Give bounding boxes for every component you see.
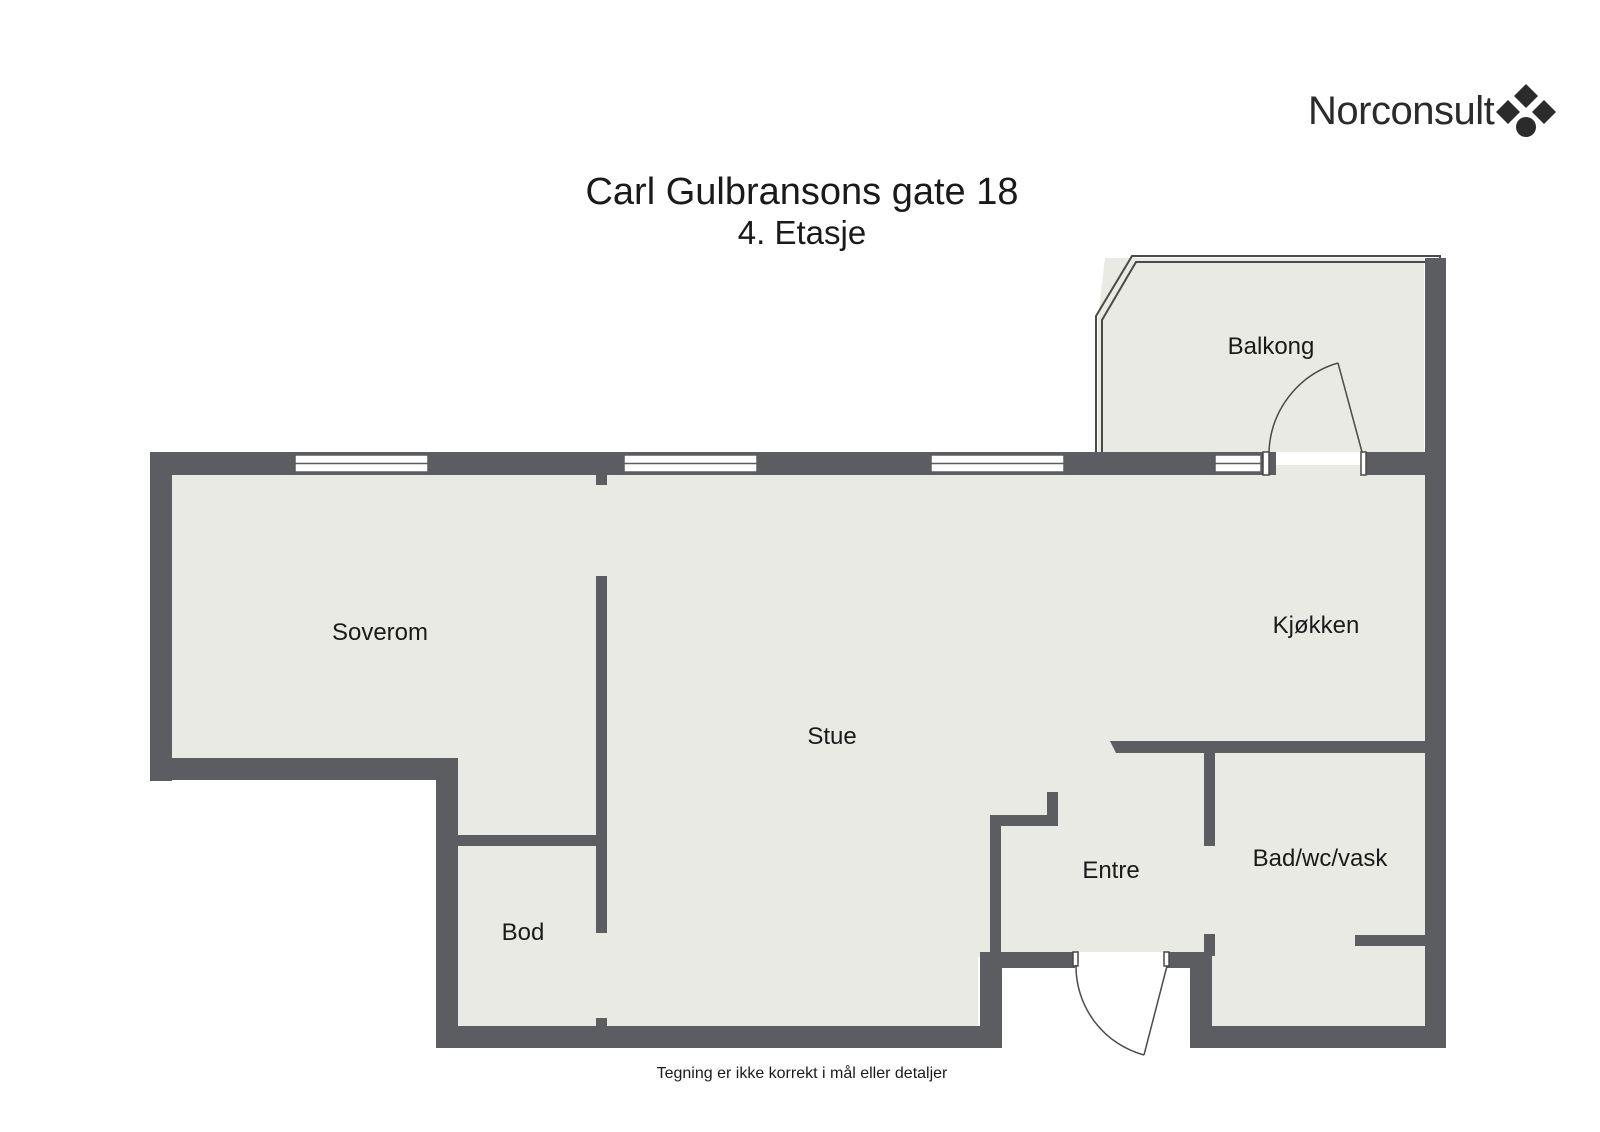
wall-bedroom-partition	[596, 576, 607, 933]
wall-bath-top	[1116, 741, 1425, 753]
wall-bath-top-end	[1110, 741, 1118, 753]
wall-entre-horizontal	[990, 815, 1058, 826]
floor-main	[170, 465, 1425, 1028]
room-label-soverom: Soverom	[332, 619, 428, 646]
wall-stub-bottom	[596, 1018, 607, 1030]
wall-bottom-left	[436, 1026, 1002, 1048]
wall-bottom-right	[1190, 1026, 1446, 1048]
wall-bath-stub	[1355, 935, 1425, 946]
wall-bod-top	[458, 835, 606, 846]
wall-bod-left	[436, 758, 458, 1048]
room-label-balkong: Balkong	[1228, 333, 1315, 360]
wall-right	[1425, 258, 1446, 1048]
wall-entre-stub	[1047, 792, 1058, 822]
disclaimer-footnote: Tegning er ikke korrekt i mål eller deta…	[657, 1064, 948, 1082]
room-label-entre: Entre	[1082, 857, 1139, 884]
wall-bedroom-bottom	[150, 758, 458, 780]
wall-bath-left-lower	[1204, 934, 1215, 956]
wall-left	[150, 452, 172, 781]
entry-door	[1072, 951, 1170, 1056]
brand-name: Norconsult	[1308, 89, 1495, 133]
balcony-door	[1262, 362, 1367, 476]
wall-bottom-right-jamb	[1190, 952, 1212, 1048]
wall-entry-top-left	[980, 952, 1075, 968]
room-label-stue: Stue	[807, 723, 856, 750]
floor-balcony	[1098, 258, 1424, 452]
room-label-kjokken: Kjøkken	[1273, 612, 1360, 639]
floor-areas	[170, 258, 1425, 1028]
diamond-cluster-logo-icon	[1496, 84, 1556, 137]
wall-bath-left	[1204, 753, 1215, 846]
wall-entry-left	[980, 952, 1002, 1048]
wall-top-right	[1363, 452, 1443, 475]
room-label-bad: Bad/wc/vask	[1253, 845, 1389, 872]
wall-stub-top	[596, 465, 607, 485]
plan-title: Carl Gulbransons gate 18	[585, 171, 1018, 213]
wall-entre-vertical	[990, 815, 1001, 955]
windows	[294, 454, 1262, 473]
plan-subtitle: 4. Etasje	[738, 214, 866, 251]
room-label-bod: Bod	[502, 919, 545, 946]
